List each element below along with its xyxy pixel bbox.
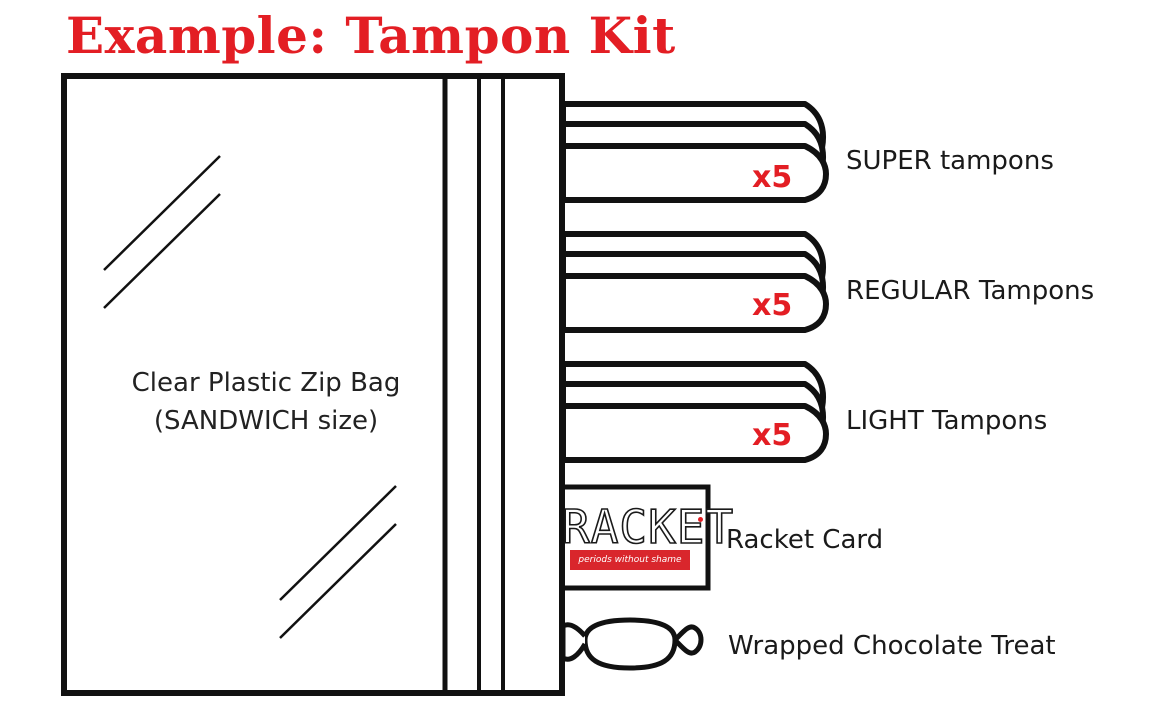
bag-label-line1: Clear Plastic Zip Bag [131, 368, 401, 398]
tampon-bundle-regular [560, 231, 829, 333]
bag-label-line2: (SANDWICH size) [153, 406, 379, 436]
glare-lines [103, 155, 397, 639]
bag-label: Clear Plastic Zip Bag (SANDWICH size) [66, 364, 466, 440]
racket-logo-dot [698, 517, 703, 522]
item-label-card: Racket Card [726, 525, 884, 555]
quantity-regular: x5 [752, 288, 793, 323]
racket-logo-text: RACKET [561, 499, 735, 555]
zip-bag [61, 73, 565, 696]
tampon-bundles [560, 101, 829, 463]
quantity-super: x5 [752, 160, 793, 195]
chocolate-icon [560, 617, 704, 671]
item-label-light: LIGHT Tampons [846, 406, 1048, 436]
racket-banner: periods without shame [570, 550, 690, 570]
quantity-light: x5 [752, 418, 793, 453]
item-label-chocolate: Wrapped Chocolate Treat [728, 631, 1056, 661]
page-title: Example: Tampon Kit [66, 6, 676, 65]
item-label-super: SUPER tampons [846, 146, 1054, 176]
item-label-regular: REGULAR Tampons [846, 276, 1095, 306]
zip-seal [442, 78, 505, 691]
tampon-bundle-light [560, 361, 829, 463]
tampon-bundle-super [560, 101, 829, 203]
